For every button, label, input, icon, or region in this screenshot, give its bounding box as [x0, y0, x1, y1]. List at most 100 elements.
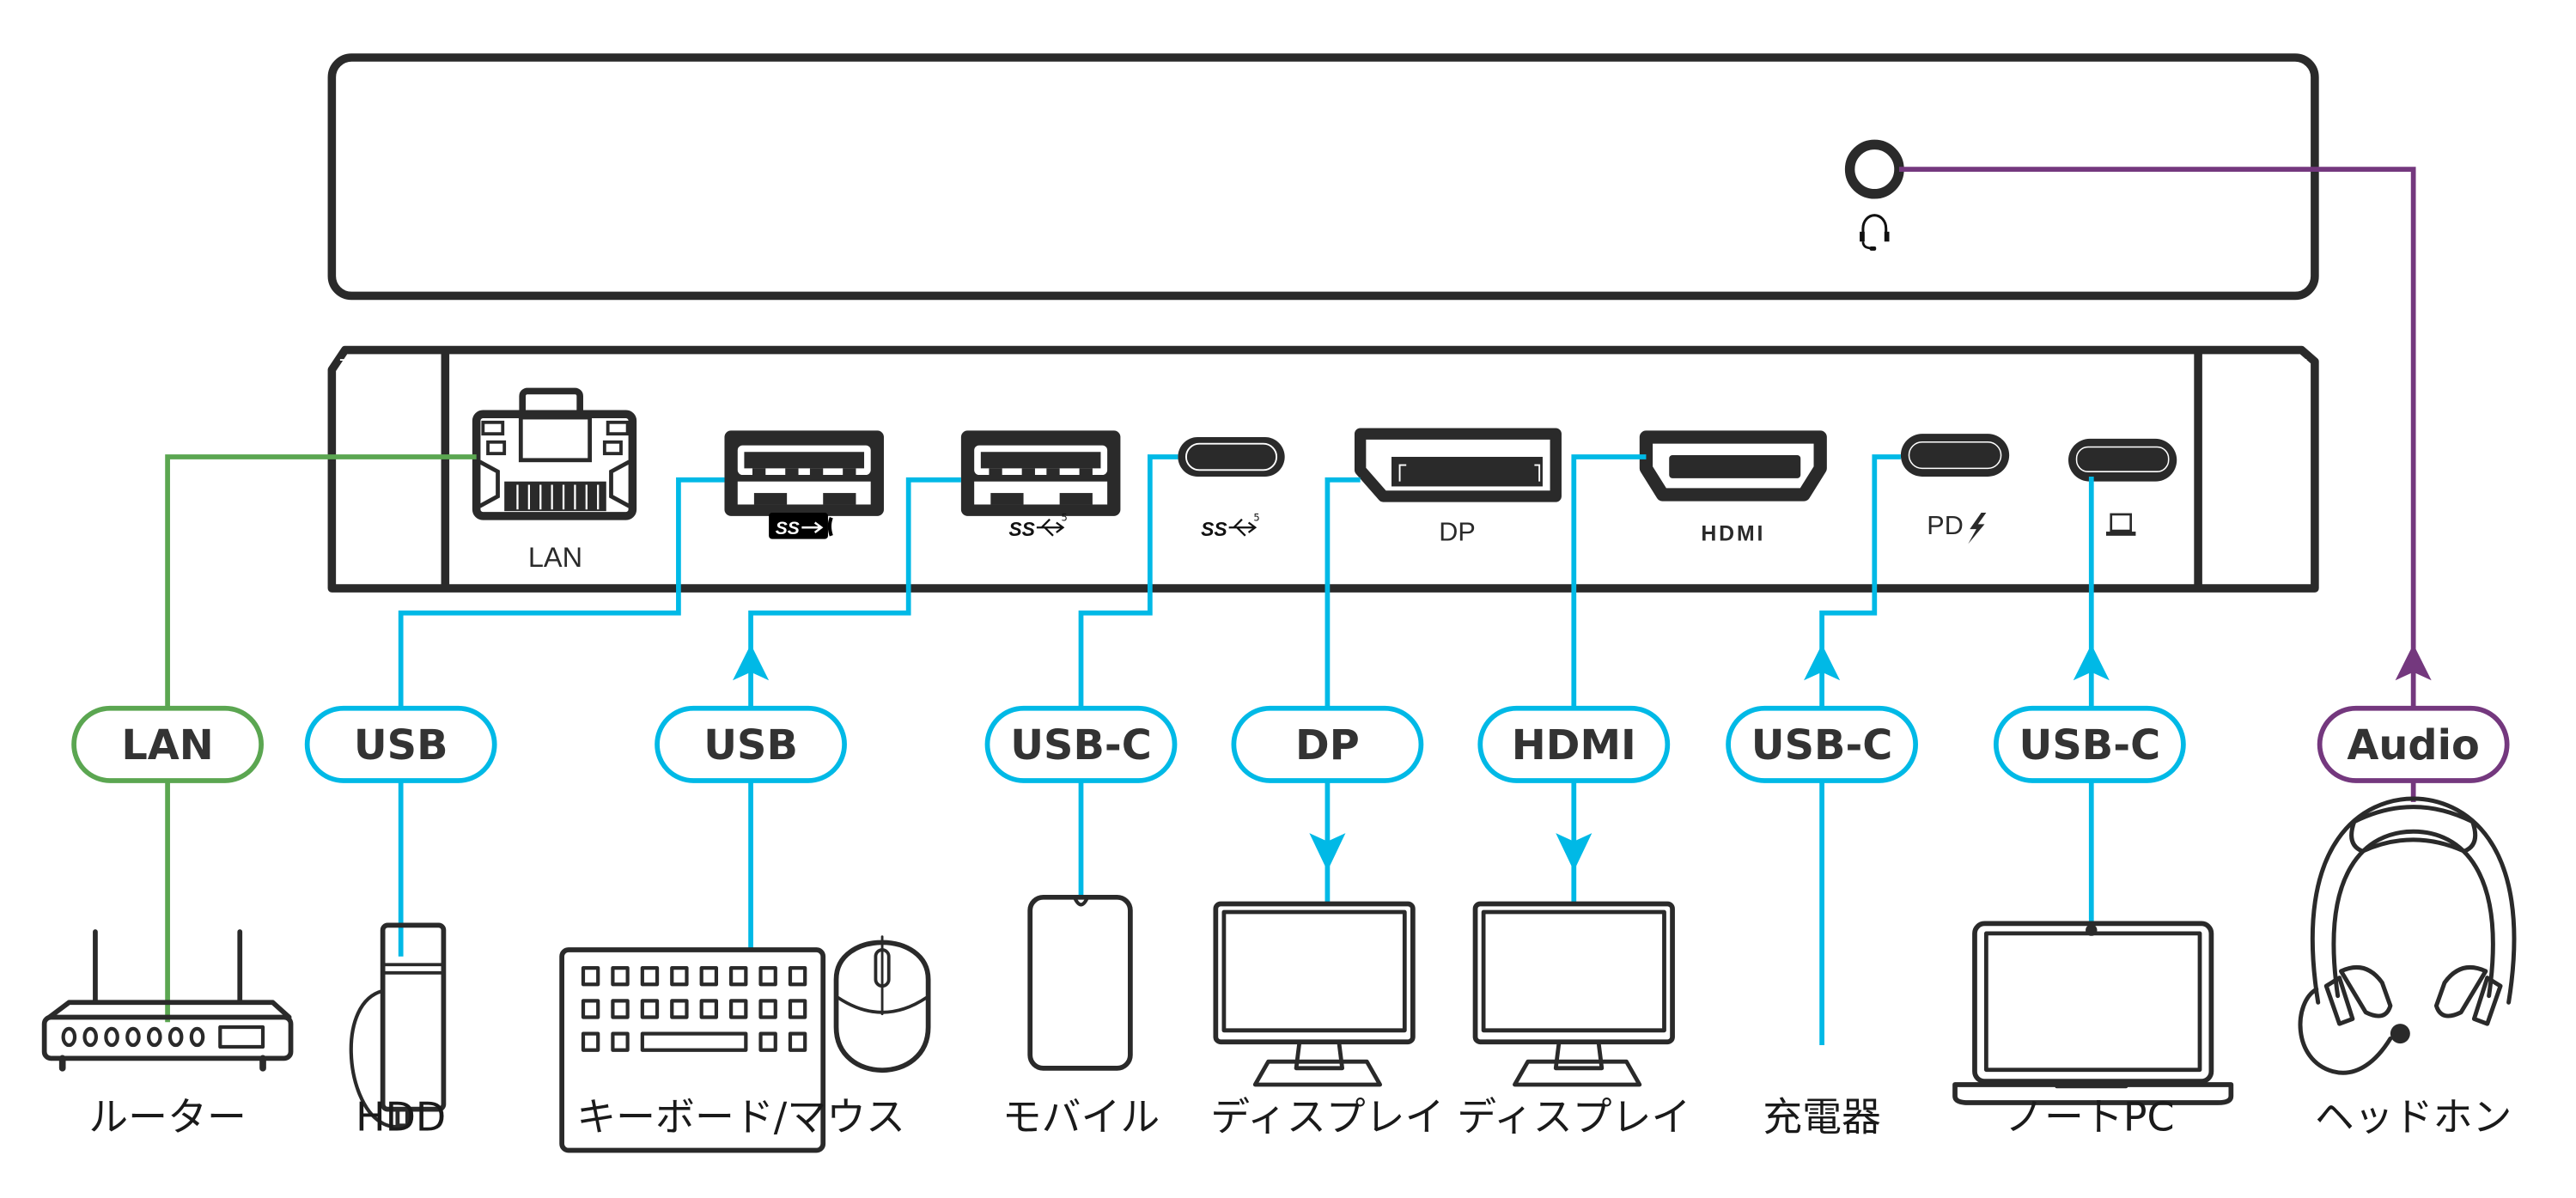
- arrow-down-hdmi: [1556, 833, 1592, 872]
- keyboard-key: [640, 965, 660, 987]
- keyboard-key: [729, 999, 748, 1019]
- displayport-port: [1354, 428, 1562, 502]
- pill-border: [1726, 705, 1918, 783]
- dp-port-caption: DP: [1439, 518, 1475, 547]
- keyboard-key: [611, 965, 630, 987]
- pill-usb-c: USB-C: [984, 705, 1178, 783]
- pill-dp: DP: [1231, 705, 1424, 783]
- lan-port: [472, 387, 637, 520]
- device-label: ヘッドホン: [2315, 1094, 2512, 1140]
- keyboard-key: [670, 965, 689, 987]
- connection-type-pills: LAN USB USB USB-C DP HDMI USB-C USB-C Audio: [71, 705, 2510, 783]
- keyboard-key: [581, 965, 600, 987]
- arrow-up-keyboard: [733, 644, 770, 681]
- ss-usb-5gbps-charging-icon: SS: [769, 513, 833, 539]
- keyboard-key: [640, 1031, 748, 1052]
- pill-border: [304, 705, 497, 783]
- usb-c-port-1: [1178, 437, 1285, 477]
- rear-panel: LAN SS SS 5: [327, 345, 2319, 593]
- device-icons: [41, 796, 2517, 1153]
- monitor-icon: [1213, 901, 1416, 1087]
- pd-port-caption: PD: [1927, 511, 1963, 540]
- ss-usb-5gbps-icon: SS 5: [1008, 512, 1067, 540]
- arrow-up-audio: [2395, 644, 2432, 681]
- lan-port-caption: LAN: [528, 542, 582, 573]
- usb-c-host-port: [2067, 438, 2177, 482]
- device-label: HDD: [356, 1094, 446, 1140]
- pill-label: LAN: [121, 722, 213, 769]
- pill-border: [71, 705, 264, 783]
- pill-label: DP: [1295, 722, 1360, 769]
- pill-border: [1477, 705, 1671, 783]
- lan-cable: [165, 454, 477, 1023]
- headphones-icon: [2298, 796, 2517, 1075]
- device-label: 充電器: [1763, 1094, 1881, 1140]
- lightning-icon: [1968, 513, 1987, 544]
- arrow-up-laptop: [2073, 644, 2110, 681]
- keyboard-key: [788, 965, 807, 987]
- laptop-icon: [1952, 921, 2234, 1105]
- pill-label: USB-C: [2019, 722, 2161, 769]
- pill-border: [1231, 705, 1424, 783]
- pill-label: USB-C: [1010, 722, 1152, 769]
- keyboard-key: [699, 999, 719, 1019]
- hdd-icon: [349, 922, 447, 1129]
- keyboard-key: [670, 999, 689, 1019]
- audio-jack: [1844, 139, 1904, 199]
- pill-label: USB: [703, 722, 798, 769]
- keyboard-key: [758, 1031, 777, 1052]
- usbc-cable-mobile: [1078, 454, 1178, 897]
- pill-border: [655, 705, 847, 783]
- svg-text:SS: SS: [1008, 518, 1035, 540]
- ss-usb-5gbps-icon: SS 5: [1201, 512, 1259, 540]
- device-label: キーボード/マウス: [576, 1094, 905, 1140]
- keyboard-key: [758, 965, 777, 987]
- svg-text:5: 5: [1253, 512, 1259, 524]
- keyboard-key: [640, 999, 660, 1019]
- keyboard-key: [581, 999, 600, 1019]
- svg-text:5: 5: [1062, 512, 1068, 524]
- hdmi-port: [1639, 430, 1827, 502]
- usb-a-port-1: [724, 430, 884, 516]
- usb-c-pd-port: [1900, 434, 2010, 477]
- device-label: ノートPC: [2005, 1094, 2174, 1140]
- front-panel: [327, 53, 2319, 301]
- keyboard-key: [788, 1031, 807, 1052]
- headset-icon: [1860, 214, 1890, 251]
- keyboard-key: [611, 1031, 630, 1052]
- direction-arrows: [733, 644, 2432, 872]
- device-label: ディスプレイ: [1457, 1094, 1690, 1140]
- arrow-down-dp: [1309, 833, 1346, 872]
- hdmi-port-caption: HDMI: [1701, 522, 1765, 546]
- device-label: ルーター: [88, 1094, 247, 1140]
- keyboard-key: [729, 965, 748, 987]
- usb-a-port-2: [960, 430, 1121, 516]
- pill-border: [2317, 705, 2510, 783]
- keyboard-mouse-icon: [559, 935, 931, 1153]
- pill-border: [984, 705, 1178, 783]
- pill-usb: USB: [655, 705, 847, 783]
- arrow-up-charger: [1804, 644, 1841, 681]
- device-label: モバイル: [1002, 1094, 1160, 1140]
- router-icon: [41, 929, 294, 1072]
- audio-cable: [1898, 167, 2416, 802]
- pill-audio: Audio: [2317, 705, 2510, 783]
- pill-label: USB: [354, 722, 448, 769]
- monitor-icon: [1472, 901, 1675, 1087]
- device-labels: ルーター HDD キーボード/マウス モバイル ディスプレイディスプレイ 充電器 ノートPC…: [88, 1094, 2512, 1140]
- pill-border: [1993, 705, 2186, 783]
- pill-usb-c: USB-C: [1726, 705, 1918, 783]
- pill-usb: USB: [304, 705, 497, 783]
- keyboard-key: [611, 999, 630, 1019]
- smartphone-icon: [1027, 894, 1133, 1071]
- keyboard-key: [788, 999, 807, 1019]
- pill-hdmi: HDMI: [1477, 705, 1671, 783]
- pill-label: USB-C: [1751, 722, 1893, 769]
- device-label: ディスプレイ: [1210, 1094, 1444, 1140]
- pill-lan: LAN: [71, 705, 264, 783]
- svg-text:SS: SS: [1201, 518, 1227, 540]
- pill-label: Audio: [2347, 722, 2479, 769]
- keyboard-key: [758, 999, 777, 1019]
- keyboard-key: [581, 1031, 600, 1052]
